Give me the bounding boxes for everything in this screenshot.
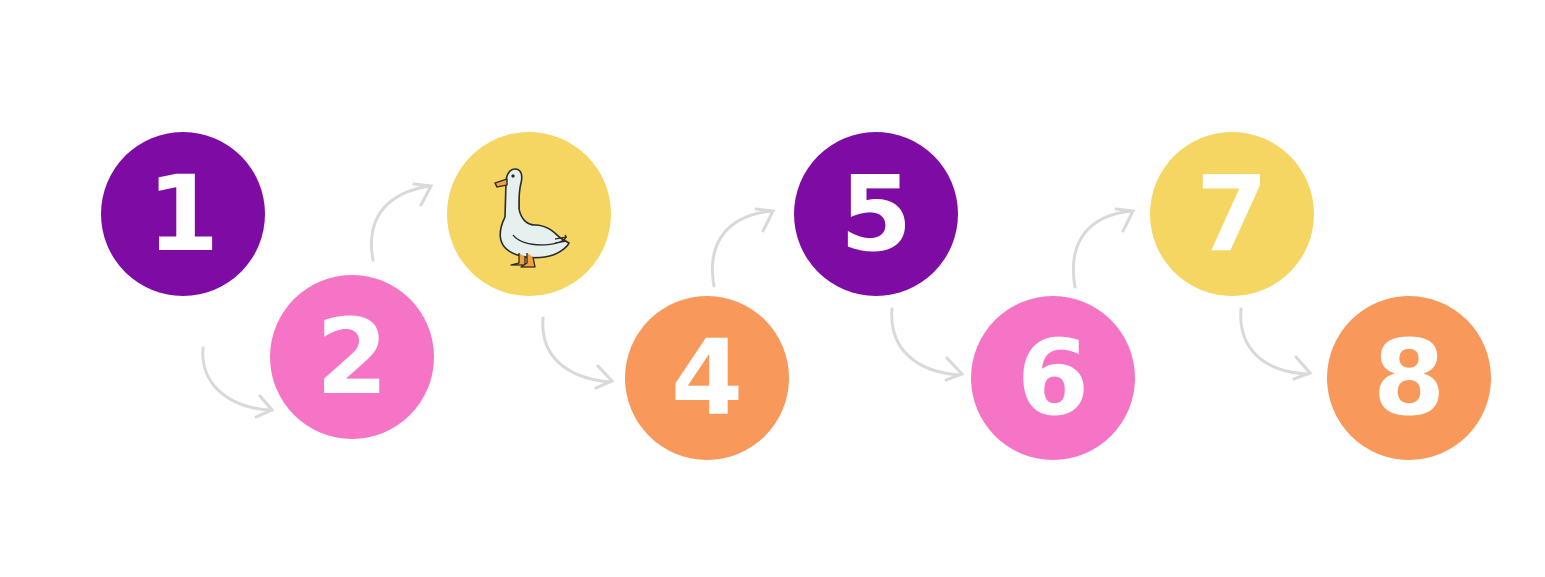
step-6-circle: 6 <box>971 296 1135 460</box>
step-1-number: 1 <box>146 153 220 275</box>
arrow-3-to-4 <box>541 316 615 390</box>
arrow-7-to-8 <box>1239 307 1313 381</box>
step-7-number: 7 <box>1195 153 1269 275</box>
arrow-2-to-3 <box>370 182 434 262</box>
duck-icon <box>494 168 570 268</box>
step-1-circle: 1 <box>101 132 265 296</box>
step-6-number: 6 <box>1016 317 1090 439</box>
arrow-6-to-7 <box>1072 207 1136 289</box>
step-8-number: 8 <box>1372 317 1446 439</box>
arrow-5-to-6 <box>890 307 965 382</box>
step-2-circle: 2 <box>270 275 434 439</box>
step-4-circle: 4 <box>625 296 789 460</box>
step-5-number: 5 <box>839 153 913 275</box>
step-7-circle: 7 <box>1150 132 1314 296</box>
step-4-number: 4 <box>670 317 744 439</box>
step-3-circle <box>447 132 611 296</box>
step-8-circle: 8 <box>1327 296 1491 460</box>
step-5-circle: 5 <box>794 132 958 296</box>
step-2-number: 2 <box>315 296 389 418</box>
arrow-1-to-2 <box>201 346 275 419</box>
arrow-4-to-5 <box>711 207 776 288</box>
